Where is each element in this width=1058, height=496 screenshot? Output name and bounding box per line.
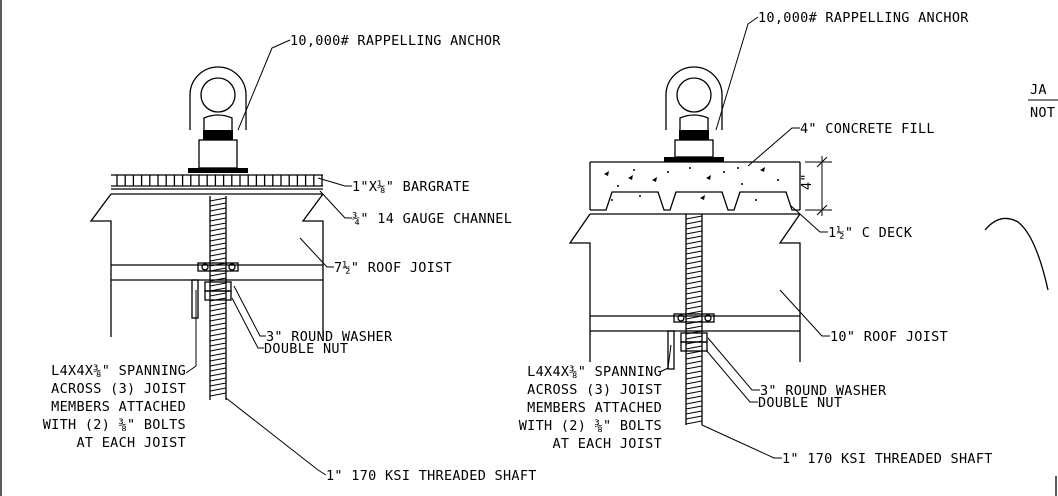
right-concrete-leader — [747, 127, 800, 167]
left-channel-leader — [319, 190, 352, 219]
right-angle-label-4: WITH (2) ⅜" BOLTS — [519, 418, 662, 434]
right-deck-leader — [789, 204, 828, 233]
right-anchor-nut — [664, 130, 724, 162]
left-bargrate-leader — [317, 177, 352, 187]
right-concrete-label: 4" CONCRETE FILL — [800, 121, 935, 137]
left-angle-label-4: WITH (2) ⅜" BOLTS — [43, 417, 186, 433]
left-angle-leader — [185, 290, 197, 374]
left-joist-label: 7½" ROOF JOIST — [334, 260, 452, 276]
left-angle-label-2: ACROSS (3) JOIST — [51, 381, 186, 397]
left-angle-member — [191, 279, 199, 319]
left-threaded-shaft — [209, 196, 227, 400]
left-shaft-label: 1" 170 KSI THREADED SHAFT — [326, 468, 537, 484]
left-washer-label: 3" ROUND WASHER — [266, 329, 393, 345]
right-anchor-label: 10,000# RAPPELLING ANCHOR — [758, 10, 969, 26]
right-nut-label: DOUBLE NUT — [758, 395, 842, 411]
left-washer-nut — [197, 262, 239, 301]
right-joist-label: 10" ROOF JOIST — [830, 329, 948, 345]
left-bargrate-label: 1"X⅛" BARGRATE — [352, 179, 470, 195]
right-anchor-leader — [715, 16, 759, 131]
left-shaft-leader — [225, 397, 327, 476]
right-angle-label-1: L4X4X⅜" SPANNING — [527, 364, 662, 380]
left-washer-leader — [233, 285, 266, 337]
left-channel — [111, 188, 323, 195]
left-detail: 10,000# RAPPELLING ANCHOR 1"X⅛" BARGRATE… — [43, 33, 537, 484]
right-c-deck — [590, 191, 800, 215]
right-fill-dimension — [805, 156, 832, 216]
right-shaft-label: 1" 170 KSI THREADED SHAFT — [782, 451, 993, 467]
right-concrete-fill — [589, 161, 801, 210]
right-nut-leader — [705, 349, 758, 403]
left-anchor-label: 10,000# RAPPELLING ANCHOR — [290, 33, 501, 49]
break-line-curve — [984, 217, 1049, 291]
right-angle-leader — [659, 344, 672, 373]
left-joist-leader — [299, 237, 334, 268]
right-shaft-leader — [701, 424, 782, 459]
left-bargrate — [111, 174, 323, 187]
cut-off-title: JA — [1030, 82, 1047, 98]
right-washer-label: 3" ROUND WASHER — [760, 383, 887, 399]
cut-off-note: NOT — [1030, 105, 1055, 121]
left-nut-leader — [231, 297, 264, 349]
right-deck-label: 1½" C DECK — [828, 225, 913, 241]
left-angle-label-5: AT EACH JOIST — [76, 435, 186, 451]
right-joist-leader — [779, 289, 830, 337]
left-angle-label-1: L4X4X⅜" SPANNING — [51, 363, 186, 379]
left-anchor-leader — [237, 39, 291, 131]
left-nut-label: DOUBLE NUT — [264, 341, 348, 357]
right-angle-member — [667, 330, 675, 370]
right-fill-dim-label: 4" — [799, 173, 815, 190]
right-angle-label-3: MEMBERS ATTACHED — [527, 400, 662, 416]
right-washer-leader — [707, 337, 760, 391]
cut-off-title-block: JA NOT — [1028, 82, 1058, 121]
left-channel-label: ¾" 14 GAUGE CHANNEL — [352, 211, 512, 227]
left-anchor-eye — [189, 66, 247, 130]
right-washer-nut — [673, 313, 715, 352]
right-threaded-shaft — [685, 214, 703, 425]
right-detail: 10,000# RAPPELLING ANCHOR 4" CONCRETE FI… — [519, 10, 993, 467]
right-angle-label-2: ACROSS (3) JOIST — [527, 382, 662, 398]
left-angle-label-3: MEMBERS ATTACHED — [51, 399, 186, 415]
right-roof-joist — [568, 213, 801, 362]
left-anchor-nut — [188, 130, 248, 173]
right-anchor-eye — [665, 66, 723, 130]
right-angle-label-5: AT EACH JOIST — [552, 436, 662, 452]
